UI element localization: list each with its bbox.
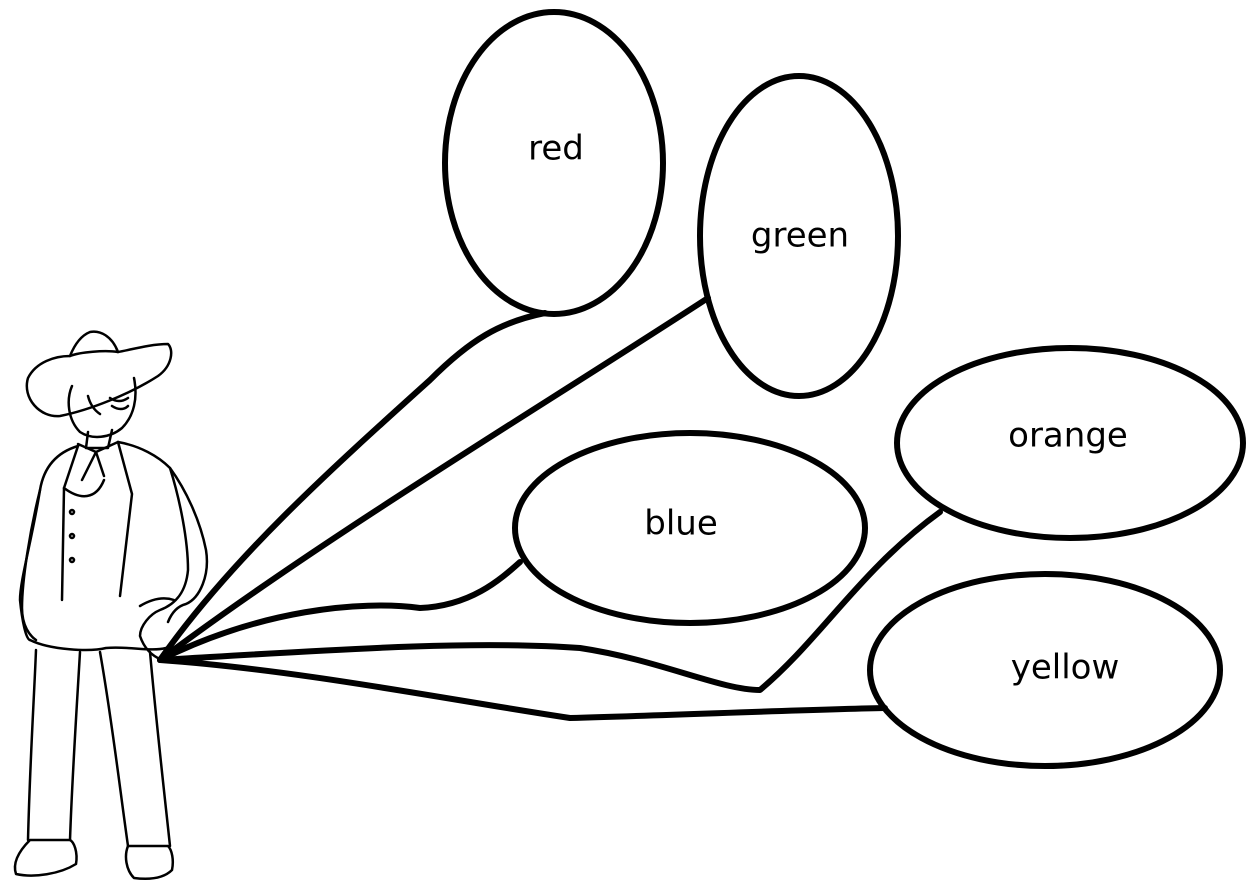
balloon-yellow-outline (867, 571, 1223, 769)
balloon-orange-label: orange (1008, 416, 1128, 456)
balloon-red-label: red (528, 129, 584, 169)
string-yellow (157, 657, 888, 721)
balloon-blue-outline (512, 430, 868, 626)
balloon-yellow: yellow (867, 571, 1223, 769)
string-red (157, 310, 548, 663)
balloon-green-label: green (751, 216, 849, 256)
balloon-green-outline (697, 73, 901, 399)
balloon-strings (157, 295, 943, 721)
balloon-red-outline (442, 9, 666, 317)
balloon-blue: blue (512, 430, 868, 626)
string-orange (157, 509, 943, 693)
cowboy-man-icon (13, 330, 209, 880)
balloon-green: green (697, 73, 901, 399)
string-blue (157, 559, 523, 663)
balloon-orange: orange (894, 345, 1246, 541)
balloon-yellow-label: yellow (1011, 648, 1120, 688)
balloon-orange-outline (894, 345, 1246, 541)
balloon-red: red (442, 9, 666, 317)
balloon-blue-label: blue (644, 504, 718, 544)
string-green (157, 295, 711, 663)
